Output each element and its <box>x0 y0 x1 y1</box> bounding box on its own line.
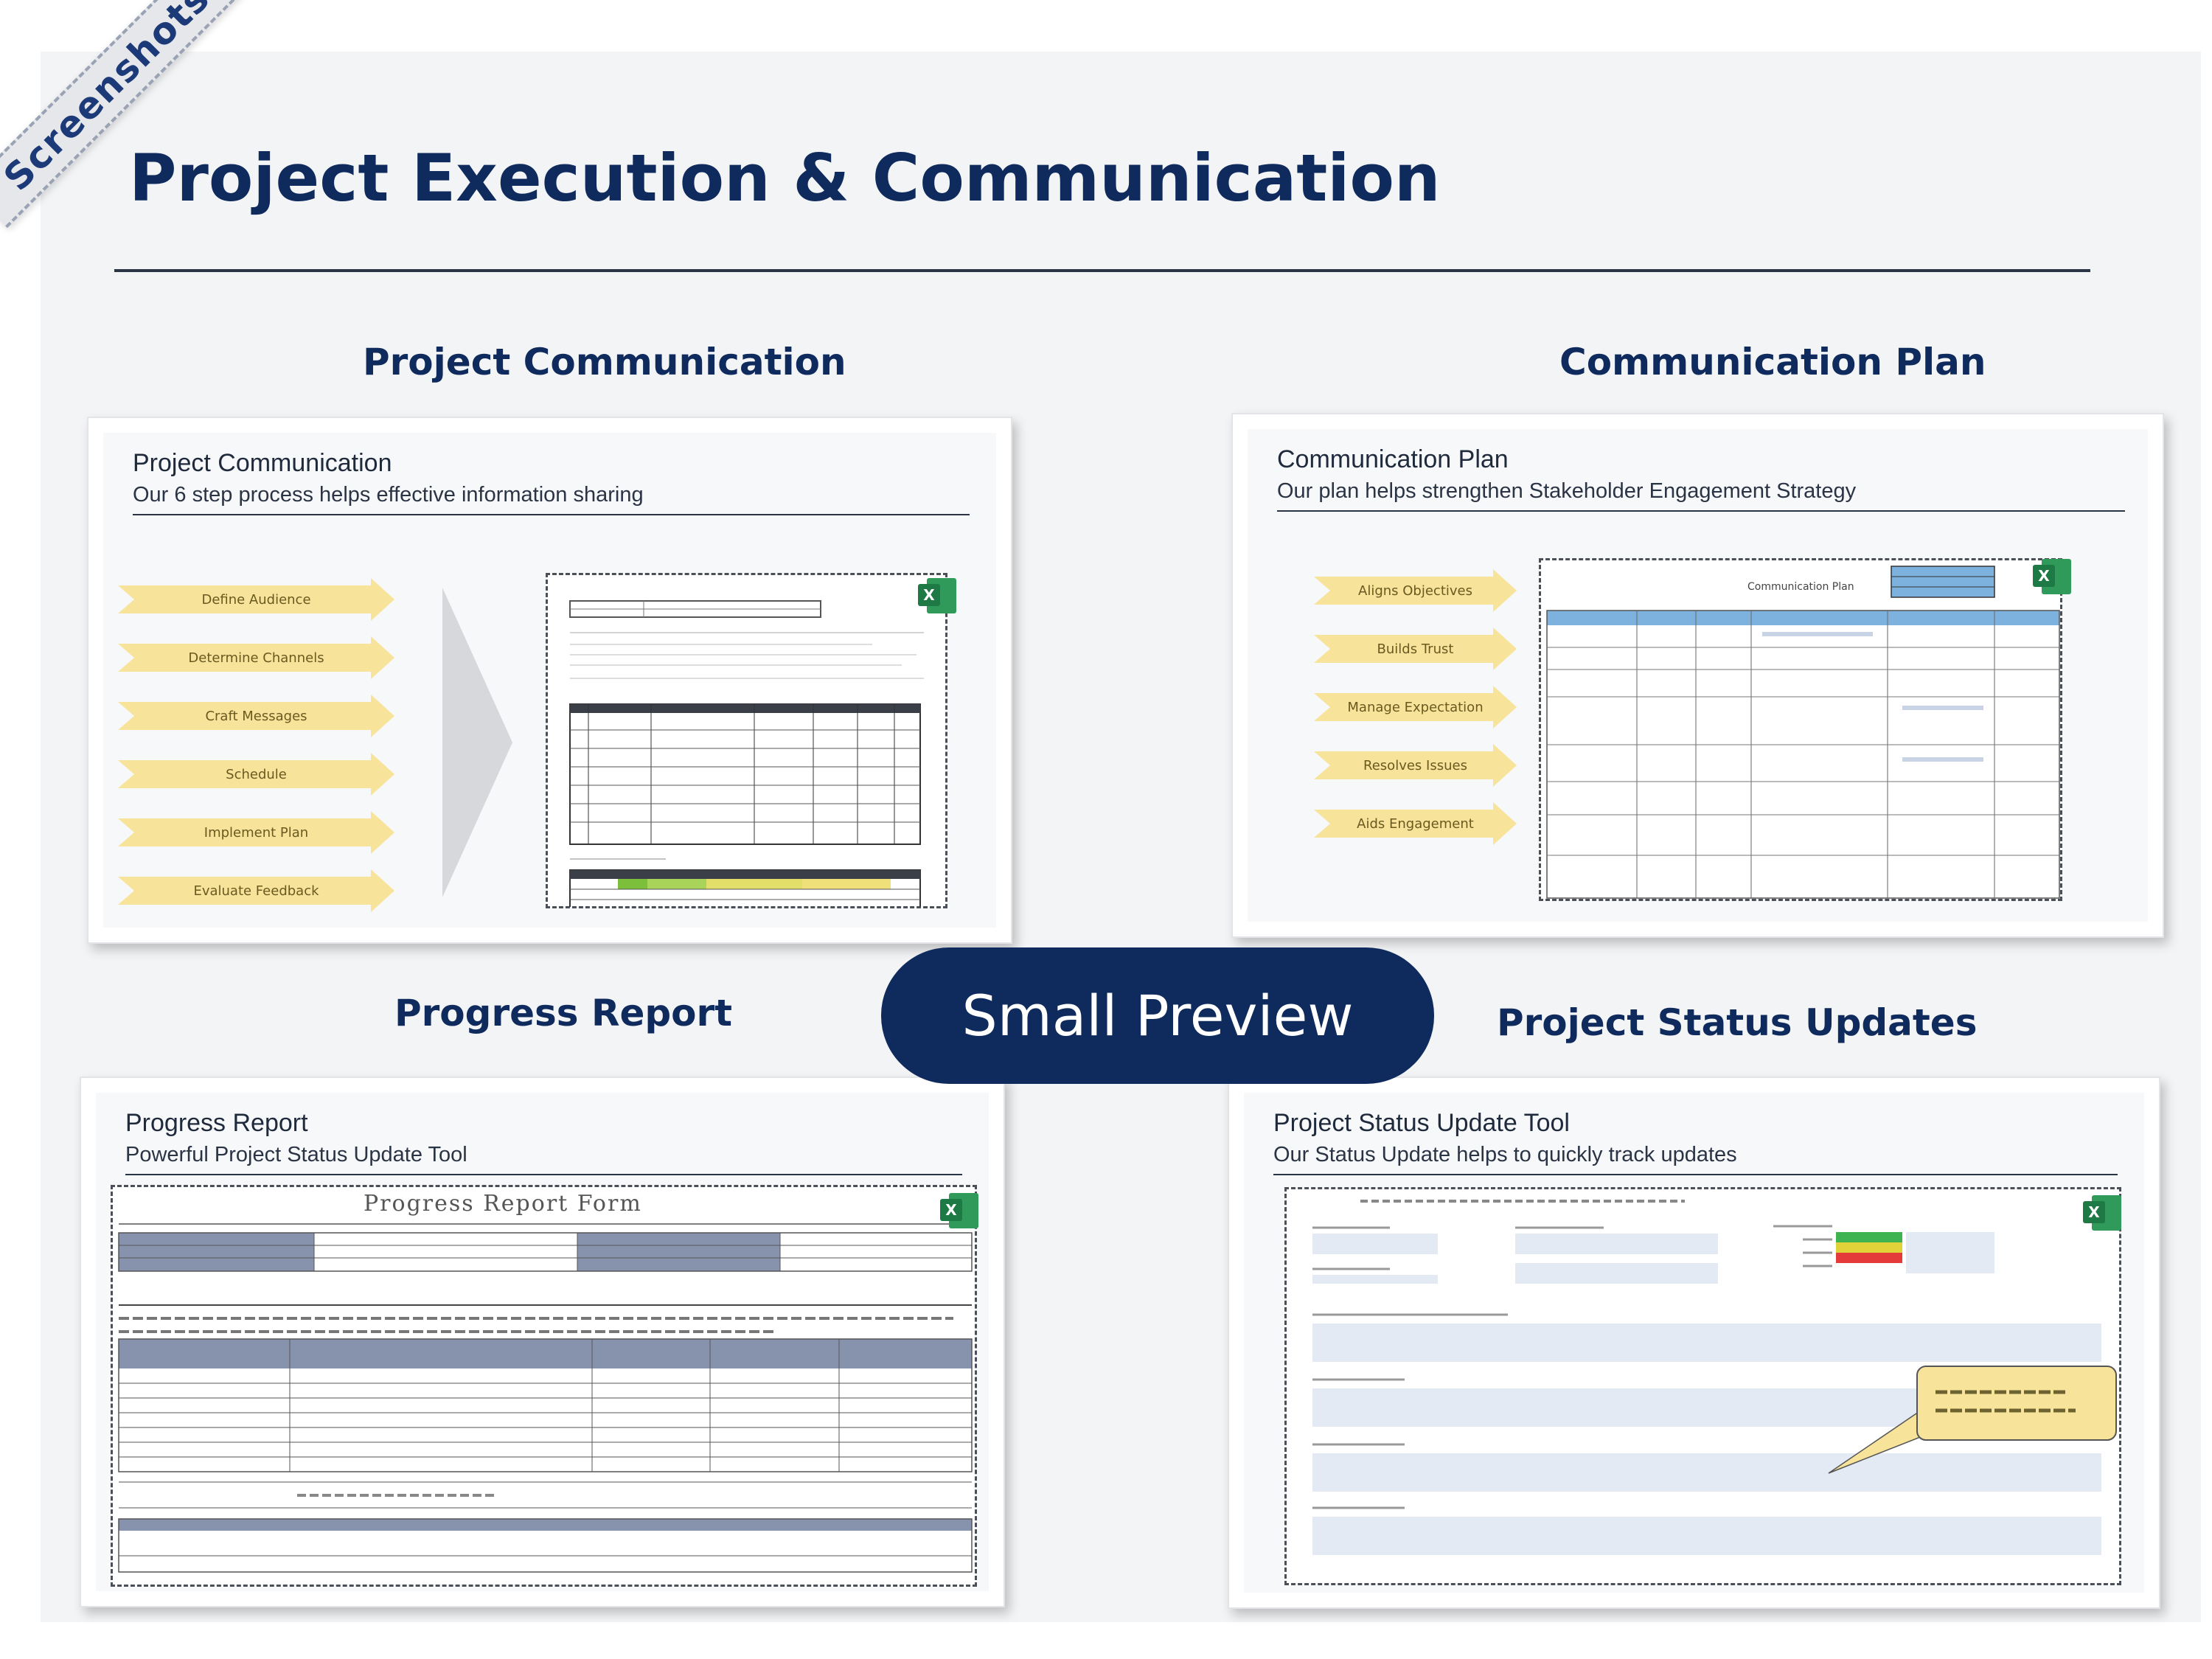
step-arrow: Implement Plan <box>118 811 394 854</box>
svg-text:X: X <box>2088 1203 2100 1221</box>
excel-icon: X <box>2083 1195 2121 1231</box>
card-progress-report[interactable]: Progress Report Powerful Project Status … <box>80 1077 1005 1607</box>
svg-text:X: X <box>945 1201 957 1219</box>
arrow-shape <box>118 636 394 679</box>
svg-text:X: X <box>923 586 935 604</box>
step-arrow: Aligns Objectives <box>1314 569 1517 612</box>
spreadsheet-preview: Progress Report Form <box>111 1185 978 1587</box>
sheet-title: Communication Plan <box>1747 581 1854 593</box>
card-project-status-updates[interactable]: Project Status Update Tool Our Status Up… <box>1228 1077 2160 1609</box>
section-heading-progress: Progress Report <box>394 992 733 1034</box>
card-subtitle: Our 6 step process helps effective infor… <box>133 483 644 507</box>
step-label: Implement Plan <box>204 824 309 841</box>
spreadsheet-preview: Communication Plan <box>1539 558 2071 901</box>
step-arrow: Craft Messages <box>118 695 394 737</box>
card-subtitle: Powerful Project Status Update Tool <box>125 1143 467 1166</box>
card-divider <box>125 1174 962 1175</box>
badge-label: Small Preview <box>961 983 1354 1048</box>
step-arrow: Builds Trust <box>1314 627 1517 670</box>
step-label: Aligns Objectives <box>1358 582 1472 599</box>
excel-icon: X <box>918 578 956 613</box>
step-arrow: Determine Channels <box>118 636 394 679</box>
arrow-shape <box>118 695 394 737</box>
small-preview-badge: Small Preview <box>881 947 1434 1084</box>
step-arrow: Aids Engagement <box>1314 802 1517 845</box>
step-label: Schedule <box>226 766 287 782</box>
card-title: Progress Report <box>125 1109 308 1137</box>
arrow-shape <box>1314 802 1517 845</box>
card-title: Project Status Update Tool <box>1273 1109 1570 1137</box>
card-divider <box>133 514 970 515</box>
page-title: Project Execution & Communication <box>129 140 1441 216</box>
section-heading-status: Project Status Updates <box>1497 1001 1978 1044</box>
arrow-shape <box>1314 686 1517 728</box>
spreadsheet-preview: X <box>1284 1187 2121 1585</box>
arrow-shape <box>118 753 394 796</box>
card-divider <box>1277 510 2125 512</box>
card-communication-plan[interactable]: Communication Plan Our plan helps streng… <box>1231 413 2164 938</box>
title-divider <box>114 269 2090 272</box>
step-label: Manage Expectation <box>1347 699 1484 715</box>
card-divider <box>1273 1174 2118 1175</box>
form-title: Progress Report Form <box>364 1191 642 1217</box>
excel-icon: X <box>2033 559 2071 594</box>
card-subtitle: Our plan helps strengthen Stakeholder En… <box>1277 479 1857 503</box>
card-subtitle: Our Status Update helps to quickly track… <box>1273 1143 1737 1166</box>
section-heading-communication: Project Communication <box>363 341 846 383</box>
svg-text:X: X <box>2038 567 2050 585</box>
section-heading-plan: Communication Plan <box>1559 341 1986 383</box>
step-label: Resolves Issues <box>1363 757 1467 773</box>
arrow-shape <box>1314 627 1517 670</box>
card-title: Project Communication <box>133 449 392 477</box>
arrow-shape <box>118 869 394 912</box>
step-arrow: Define Audience <box>118 578 394 621</box>
step-label: Aids Engagement <box>1357 815 1474 832</box>
chevron-right-icon <box>442 588 512 897</box>
arrow-shape <box>1314 744 1517 787</box>
step-arrow: Schedule <box>118 753 394 796</box>
card-title: Communication Plan <box>1277 445 1509 473</box>
excel-icon: X <box>940 1193 978 1228</box>
step-label: Define Audience <box>201 591 311 608</box>
card-project-communication[interactable]: Project Communication Our 6 step process… <box>87 417 1012 944</box>
step-label: Determine Channels <box>188 650 324 666</box>
step-arrow: Evaluate Feedback <box>118 869 394 912</box>
step-label: Evaluate Feedback <box>193 883 319 899</box>
step-arrow: Resolves Issues <box>1314 744 1517 787</box>
spreadsheet-preview: X <box>546 573 956 911</box>
step-arrow: Manage Expectation <box>1314 686 1517 728</box>
arrow-shape <box>118 811 394 854</box>
arrow-shape <box>118 578 394 621</box>
step-label: Craft Messages <box>205 708 307 724</box>
arrow-shape <box>1314 569 1517 612</box>
step-label: Builds Trust <box>1377 641 1454 657</box>
